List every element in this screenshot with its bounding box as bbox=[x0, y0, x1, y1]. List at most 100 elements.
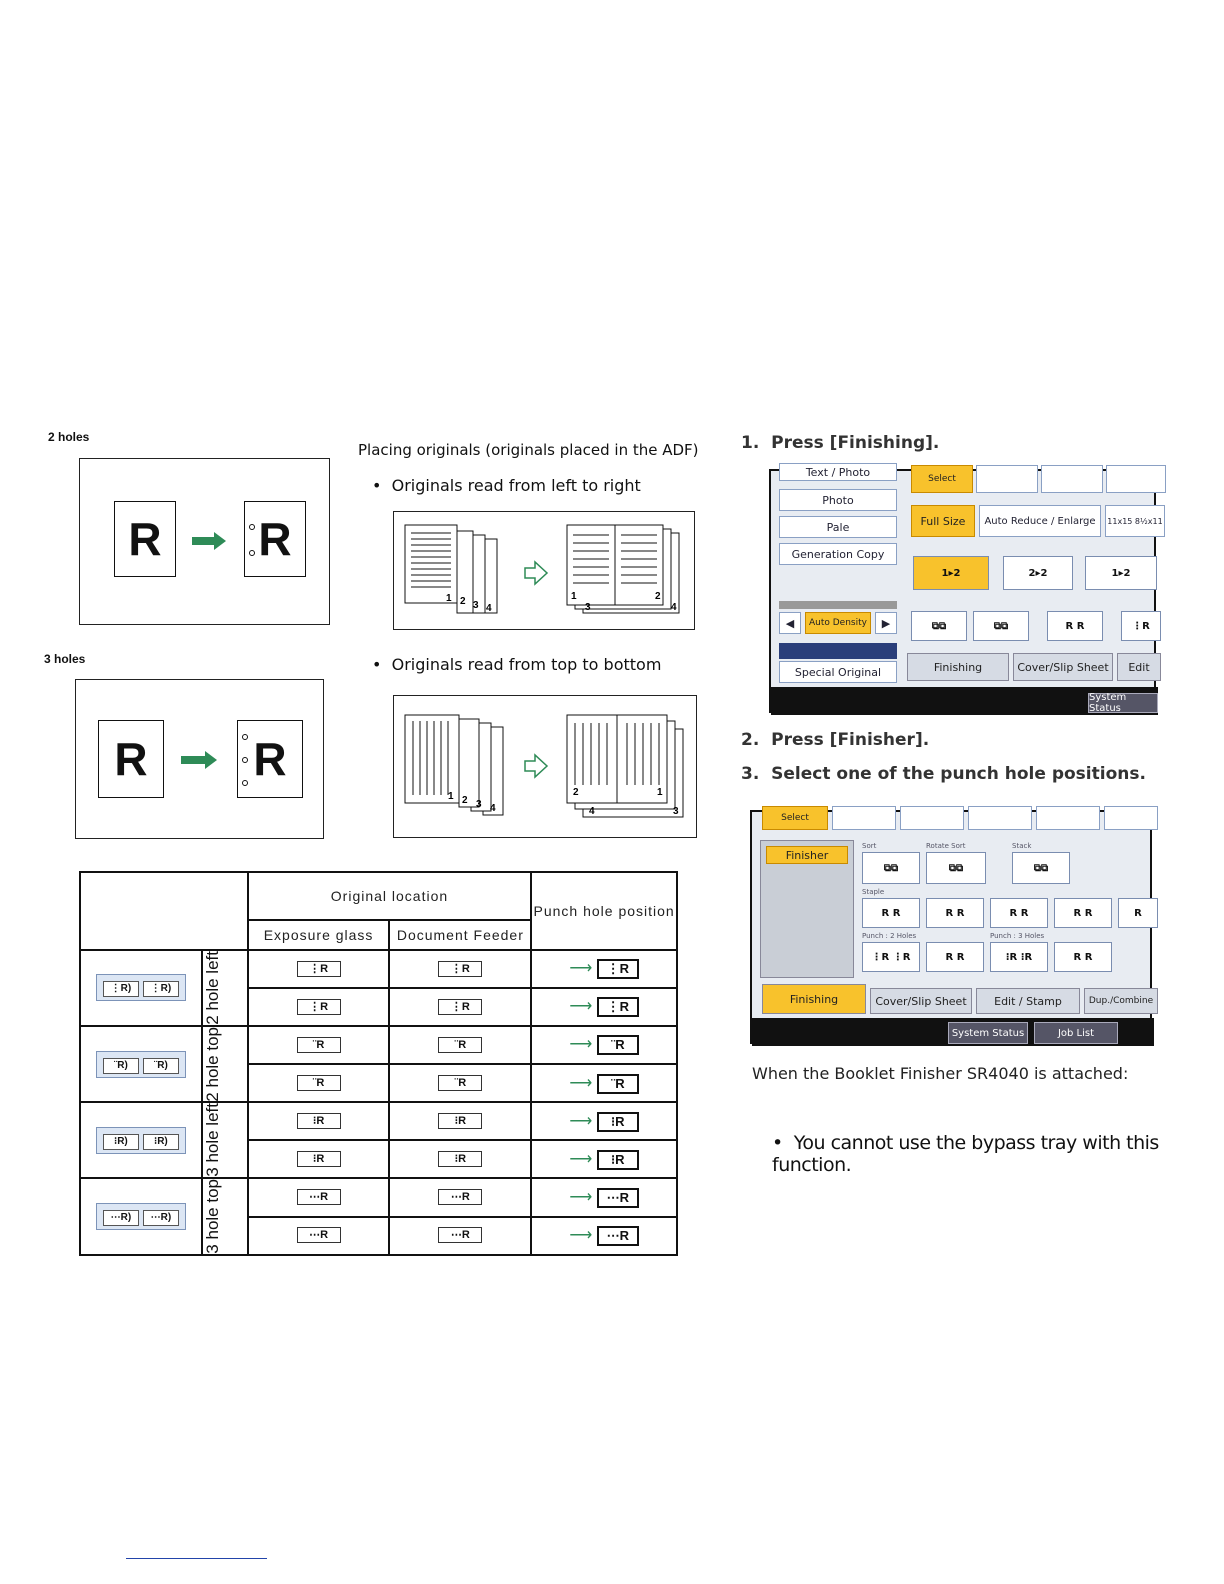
full-size-button[interactable]: Full Size bbox=[911, 505, 975, 537]
feeder-cell: ⋯R bbox=[388, 1215, 533, 1256]
punch-cell: ⟶ ⁝R bbox=[530, 1101, 678, 1142]
punched-sheet: R bbox=[244, 501, 306, 577]
feeder-icon: ⋮R bbox=[438, 998, 483, 1015]
setting-buttons: ⋯R)⋯R) bbox=[95, 1203, 186, 1230]
rotate-sort-label: Rotate Sort bbox=[926, 842, 966, 850]
pale-button[interactable]: Pale bbox=[779, 516, 897, 538]
glass-icon: ⋮R bbox=[296, 998, 341, 1015]
feeder-cell: ⋮R bbox=[388, 949, 533, 989]
feeder-icon: ¨R bbox=[438, 1036, 483, 1053]
step-text: Press [Finishing]. bbox=[771, 433, 940, 453]
staple-option-button[interactable]: R R bbox=[1054, 898, 1112, 928]
blank-tab[interactable] bbox=[1106, 465, 1166, 493]
bullet-text: Originals read from left to right bbox=[391, 476, 641, 495]
exposure-cell: ¨R bbox=[246, 1063, 391, 1104]
setting-icon: ⁝R) bbox=[102, 1133, 139, 1150]
table-corner bbox=[79, 871, 249, 951]
special-original-button[interactable]: Special Original bbox=[779, 661, 897, 683]
sort-button[interactable]: ⧉⧉ bbox=[862, 852, 920, 884]
glass-icon: ¨R bbox=[296, 1036, 341, 1053]
blank-tab[interactable] bbox=[976, 465, 1038, 493]
exposure-cell: ⋯R bbox=[246, 1177, 391, 1218]
step-3: 3. Select one of the punch hole position… bbox=[741, 764, 1146, 784]
punch-cell: ⟶ ¨R bbox=[530, 1024, 678, 1066]
finishing-tab[interactable]: Finishing bbox=[762, 984, 866, 1014]
auto-density-button[interactable]: Auto Density bbox=[805, 612, 871, 634]
footnote-rule bbox=[126, 1558, 267, 1559]
staple-option-button[interactable]: R R bbox=[926, 898, 984, 928]
system-status-button[interactable]: System Status bbox=[1088, 692, 1158, 714]
original-sheet: R bbox=[114, 501, 176, 577]
density-lighter-button[interactable]: ◀ bbox=[779, 612, 801, 634]
staple-option-button[interactable]: R bbox=[1118, 898, 1158, 928]
punch-3-left-button[interactable]: ⁝R ⁝R bbox=[990, 942, 1048, 972]
three-holes-label: 3 holes bbox=[44, 652, 86, 666]
edit-tab[interactable]: Edit bbox=[1117, 653, 1161, 681]
text-photo-button[interactable]: Text / Photo bbox=[779, 463, 897, 481]
setting-buttons: ⋮R)⋮R) bbox=[95, 974, 186, 1002]
cover-slip-tab[interactable]: Cover/Slip Sheet bbox=[1013, 653, 1113, 681]
generation-copy-button[interactable]: Generation Copy bbox=[779, 543, 897, 565]
stack-button[interactable]: ⧉⧉ bbox=[973, 611, 1029, 641]
svg-text:4: 4 bbox=[490, 803, 496, 814]
blank-tab[interactable] bbox=[1041, 465, 1103, 493]
row-label: 3 hole left bbox=[200, 1101, 249, 1180]
stack-button[interactable]: ⧉⧉ bbox=[1012, 852, 1070, 884]
combine-button[interactable]: 1▸2 bbox=[1085, 556, 1157, 590]
setting-icon: ⁝R) bbox=[142, 1133, 179, 1150]
glass-icon: ¨R bbox=[296, 1075, 341, 1092]
table-row: ⋮R)⋮R) bbox=[79, 949, 203, 1027]
auto-reduce-button[interactable]: Auto Reduce / Enlarge bbox=[979, 505, 1101, 537]
dup-combine-tab[interactable]: Dup./Combine bbox=[1084, 988, 1158, 1014]
staple-button[interactable]: R R bbox=[1047, 611, 1103, 641]
outline-arrow-icon bbox=[524, 560, 549, 586]
feeder-icon: ⋯R bbox=[438, 1227, 483, 1244]
blank-tab[interactable] bbox=[1104, 806, 1158, 830]
system-status-button[interactable]: System Status bbox=[948, 1022, 1028, 1044]
blank-tab[interactable] bbox=[900, 806, 964, 830]
edit-stamp-tab[interactable]: Edit / Stamp bbox=[976, 988, 1080, 1014]
feeder-cell: ⋯R bbox=[388, 1177, 533, 1218]
select-tab[interactable]: Select bbox=[911, 465, 973, 493]
punch-result-icon: ⁝R bbox=[596, 1111, 639, 1132]
punch-cell: ⟶ ⋯R bbox=[530, 1177, 678, 1218]
punch-2-left-button[interactable]: ⋮R ⋮R bbox=[862, 942, 920, 972]
duplex-1-2-button[interactable]: 1▸2 bbox=[913, 556, 989, 590]
finisher-button[interactable]: Finisher bbox=[766, 846, 848, 864]
select-tab[interactable]: Select bbox=[762, 806, 828, 830]
green-arrow-icon: ⟶ bbox=[569, 1227, 593, 1245]
row-label-text: 3 hole top bbox=[202, 1179, 222, 1254]
paper-size-button[interactable]: 11x15 8½x11 bbox=[1105, 505, 1165, 537]
punch-2-top-button[interactable]: R R bbox=[926, 942, 984, 972]
svg-text:3: 3 bbox=[476, 799, 482, 810]
header-document-feeder: Document Feeder bbox=[388, 919, 533, 951]
blank-tab[interactable] bbox=[1036, 806, 1100, 830]
table-row: ⁝R)⁝R) bbox=[79, 1101, 203, 1180]
blank-tab[interactable] bbox=[832, 806, 896, 830]
rotate-sort-button[interactable]: ⧉⧉ bbox=[926, 852, 986, 884]
photo-button[interactable]: Photo bbox=[779, 489, 897, 511]
staple-option-button[interactable]: R R bbox=[862, 898, 920, 928]
finishing-tab[interactable]: Finishing bbox=[907, 653, 1009, 681]
job-list-button[interactable]: Job List bbox=[1034, 1022, 1118, 1044]
punch-button[interactable]: ⋮R bbox=[1121, 611, 1161, 641]
svg-text:2: 2 bbox=[462, 795, 468, 806]
green-arrow-icon: ⟶ bbox=[569, 1074, 593, 1092]
staple-label: Staple bbox=[862, 888, 885, 896]
sort-button[interactable]: ⧉⧉ bbox=[911, 611, 967, 641]
punch-cell: ⟶ ¨R bbox=[530, 1063, 678, 1104]
staple-option-button[interactable]: R R bbox=[990, 898, 1048, 928]
punch-3-top-button[interactable]: R R bbox=[1054, 942, 1112, 972]
booklet-note: When the Booklet Finisher SR4040 is atta… bbox=[752, 1064, 1129, 1083]
cover-slip-tab[interactable]: Cover/Slip Sheet bbox=[870, 988, 972, 1014]
punch-hole-icon bbox=[242, 757, 248, 763]
setting-icon: ¨R) bbox=[102, 1057, 139, 1074]
punch-position-table: Original location Punch hole position Ex… bbox=[79, 871, 678, 1256]
density-darker-button[interactable]: ▶ bbox=[875, 612, 897, 634]
setting-icon: ¨R) bbox=[142, 1057, 179, 1074]
blank-tab[interactable] bbox=[968, 806, 1032, 830]
finishing-screen-panel: Text / Photo Photo Pale Generation Copy … bbox=[769, 463, 1166, 715]
svg-text:2: 2 bbox=[655, 591, 661, 602]
duplex-2-2-button[interactable]: 2▸2 bbox=[1003, 556, 1073, 590]
